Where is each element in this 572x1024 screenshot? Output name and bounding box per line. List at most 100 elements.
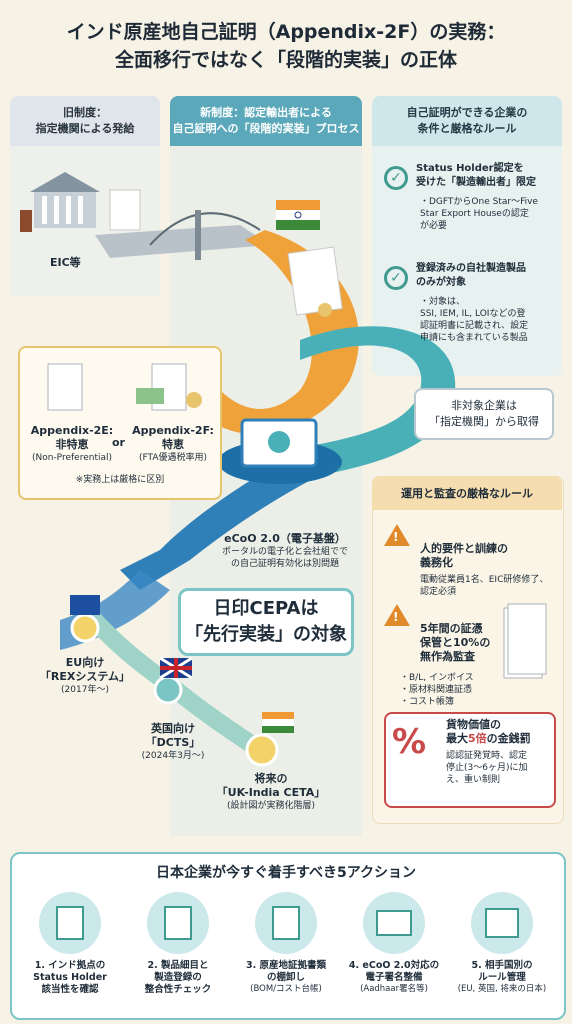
building-column: [54, 196, 59, 224]
road-blue: [120, 450, 330, 590]
checklist-icon: [39, 892, 101, 954]
bridge-tower: [195, 210, 201, 260]
future-flag-bottom: [262, 726, 294, 733]
certificate-icon: [287, 246, 343, 316]
column-header-req-text: 自己証明ができる企業の 条件と厳格なルール: [406, 106, 528, 135]
appendix-note: ※実務上は厳格に区別: [75, 475, 165, 485]
settings-panel-icon: [471, 892, 533, 954]
column-header-new: 新制度：認定輸出者による 自己証明への「段階的実装」プロセス: [170, 96, 362, 146]
penalty-text: 貨物価値の 最大5倍の金銭罰 認認証発覚時、認定 停止(3〜6ヶ月)に加 え、重…: [446, 718, 552, 786]
warning-icon: !: [384, 604, 410, 626]
timeline-eu: EU向け 「REXシステム」 (2017年〜): [30, 656, 140, 696]
appendix-2e-en: (Non-Preferential): [31, 453, 112, 463]
appendix-2e-title: Appendix-2E:: [30, 424, 114, 437]
action-3: 3. 原産地証拠書類 の棚卸し (BOM/コスト台帳): [234, 892, 338, 995]
action-4-sub: (Aadhaar署名等): [360, 984, 428, 994]
cepa-line1: 日印CEPAは: [213, 598, 319, 619]
uk-flag-cross: [160, 658, 192, 678]
rule-1-title: 人的要件と訓練の 義務化: [420, 542, 508, 569]
penalty-box: [384, 712, 556, 808]
action-2-title: 2. 製品細目と 製造登録の 整合性チェック: [144, 960, 212, 995]
id-card-icon: [363, 892, 425, 954]
bridge-cable: [149, 212, 261, 246]
title-line-2: 全面移行ではなく「段階的実装」の正体: [114, 49, 457, 71]
penalty-title2a: 最大: [446, 732, 468, 745]
action-4: 4. eCoO 2.0対応の 電子署名整備 (Aadhaar署名等): [342, 892, 446, 995]
rule-2: ! 5年間の証憑 保管と10%の 無作為監査 ・B/L, インボイス ・原材料関…: [384, 600, 554, 708]
coins-icon: [186, 392, 202, 408]
india-flag-mid: [276, 210, 320, 220]
action-2: 2. 製品細目と 製造登録の 整合性チェック: [126, 892, 230, 996]
rule-2-title: 5年間の証憑 保管と10%の 無作為監査: [420, 622, 491, 663]
column-header-old-text: 旧制度： 指定機関による発給: [35, 106, 135, 135]
appendix-2e-document-icon: [47, 363, 83, 411]
bridge-deck: [95, 225, 270, 258]
non-target-line1: 非対象企業は: [451, 399, 517, 412]
action-1-title: 1. インド拠点の Status Holder 該当性を確認: [33, 960, 107, 995]
appendix-or: or: [112, 436, 125, 449]
action-5-title: 5. 相手国別の ルール管理: [471, 960, 533, 983]
appendix-2e-sub: 非特恵: [55, 438, 89, 451]
stamp-icon: [20, 210, 32, 232]
document-icon: [109, 189, 141, 231]
rule-1: ! 人的要件と訓練の 義務化 電動従業員1名、EIC研修修了、 認定必須: [384, 520, 554, 598]
timeline-eu-label: EU向け 「REXシステム」: [39, 656, 131, 683]
rules-header: 運用と監査の厳格なルール: [372, 476, 562, 510]
future-flag-mid: [262, 719, 294, 726]
rule-2-detail: ・B/L, インボイス ・原材料関連証憑 ・コスト帳簿: [400, 673, 474, 707]
appendix-2f-title: Appendix-2F:: [132, 424, 214, 437]
action-5-sub: (EU, 英国, 将来の日本): [457, 984, 547, 994]
check-icon: ✓: [384, 166, 408, 190]
penalty-multiplier: 5倍: [468, 732, 487, 745]
action-4-title: 4. eCoO 2.0対応の 電子署名整備: [348, 960, 440, 983]
percent-icon: %: [392, 722, 427, 762]
rule-1-detail: 電動従業員1名、EIC研修修了、 認定必須: [420, 575, 549, 597]
appendix-icons: [47, 363, 202, 411]
action-3-title: 3. 原産地証拠書類 の棚卸し: [245, 960, 327, 983]
eu-flag-icon: [70, 595, 100, 615]
timeline-node-eu: [70, 613, 100, 643]
certificate-seal-icon: [318, 303, 332, 317]
timeline-uk-sub: (2024年3月〜): [141, 751, 205, 761]
column-header-new-text: 新制度：認定輸出者による 自己証明への「段階的実装」プロセス: [172, 106, 360, 135]
page-title: インド原産地自己証明（Appendix-2F）の実務： 全面移行ではなく「段階的…: [0, 18, 572, 74]
ecoo-title: eCoO 2.0（電子基盤）: [224, 532, 346, 545]
ecoo-caption: eCoO 2.0（電子基盤） ポータルの電子化と会社組でで の自己証明有効化は別…: [200, 532, 370, 570]
india-flag-bottom: [276, 220, 320, 230]
requirement-1-detail: ・DGFTからOne Star〜Five Star Export Houseの認…: [420, 197, 538, 231]
india-flag-top: [276, 200, 320, 210]
document-stack-icon: [503, 603, 547, 679]
india-flag-wheel: [294, 211, 302, 219]
warning-icon: !: [384, 524, 410, 546]
road-illustration: [20, 172, 456, 767]
timeline-future-label: 将来の 「UK-India CETA」: [216, 772, 326, 799]
requirement-1-title: Status Holder認定を 受けた「製造輸出者」限定: [416, 163, 536, 188]
timeline-uk-label: 英国向け 「DCTS」: [145, 722, 201, 749]
action-1: 1. インド拠点の Status Holder 該当性を確認: [18, 892, 122, 996]
banknote-icon: [136, 388, 164, 404]
building-column: [66, 196, 71, 224]
appendix-2f-en: (FTA優遇税率用): [139, 453, 207, 463]
timeline-future: 将来の 「UK-India CETA」 (設計図が実務化階層): [208, 772, 334, 812]
ecoo-desc: ポータルの電子化と会社組でで の自己証明有効化は別問題: [221, 547, 348, 569]
title-line-1: インド原産地自己証明（Appendix-2F）の実務：: [66, 21, 506, 43]
timeline-node-uk: [153, 675, 183, 705]
document-check-icon: [147, 892, 209, 954]
penalty-title2: 最大5倍の金銭罰: [446, 732, 552, 746]
cepa-line2: 「先行実装」の対象: [185, 624, 347, 645]
building-column: [78, 196, 83, 224]
column-header-old: 旧制度： 指定機関による発給: [10, 96, 160, 146]
appendix-2e: Appendix-2E: 非特恵 (Non-Preferential): [26, 424, 118, 464]
non-target-line2: 「指定機関」から取得: [429, 415, 539, 428]
timeline-uk: 英国向け 「DCTS」 (2024年3月〜): [118, 722, 228, 762]
timeline-future-sub: (設計図が実務化階層): [226, 801, 316, 811]
road-teal: [290, 326, 456, 480]
appendix-2f: Appendix-2F: 特恵 (FTA優遇税率用): [128, 424, 218, 464]
document-stack-sheet: [507, 603, 547, 675]
non-target-callout: 非対象企業は 「指定機関」から取得: [414, 388, 554, 440]
requirement-2-detail: ・対象は、 SSI, IEM, IL, LOIなどの登 認証明書に記載され、設定…: [420, 297, 529, 343]
actions-title: 日本企業が今すぐ着手すべき5アクション: [155, 865, 417, 881]
check-icon: ✓: [384, 266, 408, 290]
building-column: [42, 196, 47, 224]
building-roof-icon: [30, 172, 100, 192]
